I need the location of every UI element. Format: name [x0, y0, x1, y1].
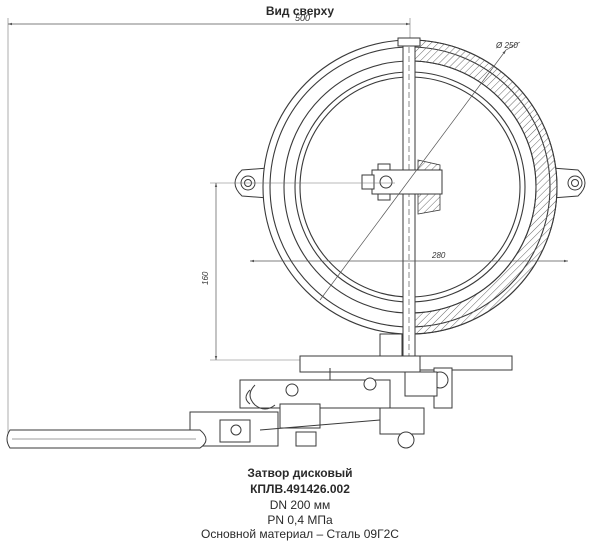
- dim-160-label: 160: [201, 271, 210, 285]
- dimension-overall-width: 500: [7, 13, 411, 440]
- dimension-diameter: Ø 250: [319, 41, 521, 301]
- caption-name: Затвор дисковый: [247, 466, 353, 480]
- dimension-disc-width: 280: [250, 251, 568, 263]
- handle-lever: [6, 429, 207, 449]
- caption-material: Основной материал – Сталь 09Г2С: [201, 527, 399, 541]
- technical-drawing: 500 Ø 250 28: [6, 13, 586, 449]
- caption-dn: DN 200 мм: [269, 498, 331, 512]
- dim-280-label: 280: [431, 251, 446, 260]
- actuator-assembly: [189, 333, 513, 449]
- center-hub: [361, 163, 443, 201]
- view-title: Вид сверху: [265, 4, 335, 18]
- dim-diameter-label: Ø 250: [495, 41, 518, 50]
- caption-pn: PN 0,4 МПа: [267, 513, 333, 527]
- caption-code: КПЛВ.491426.002: [250, 482, 350, 496]
- dim-500-label: 500: [295, 13, 310, 23]
